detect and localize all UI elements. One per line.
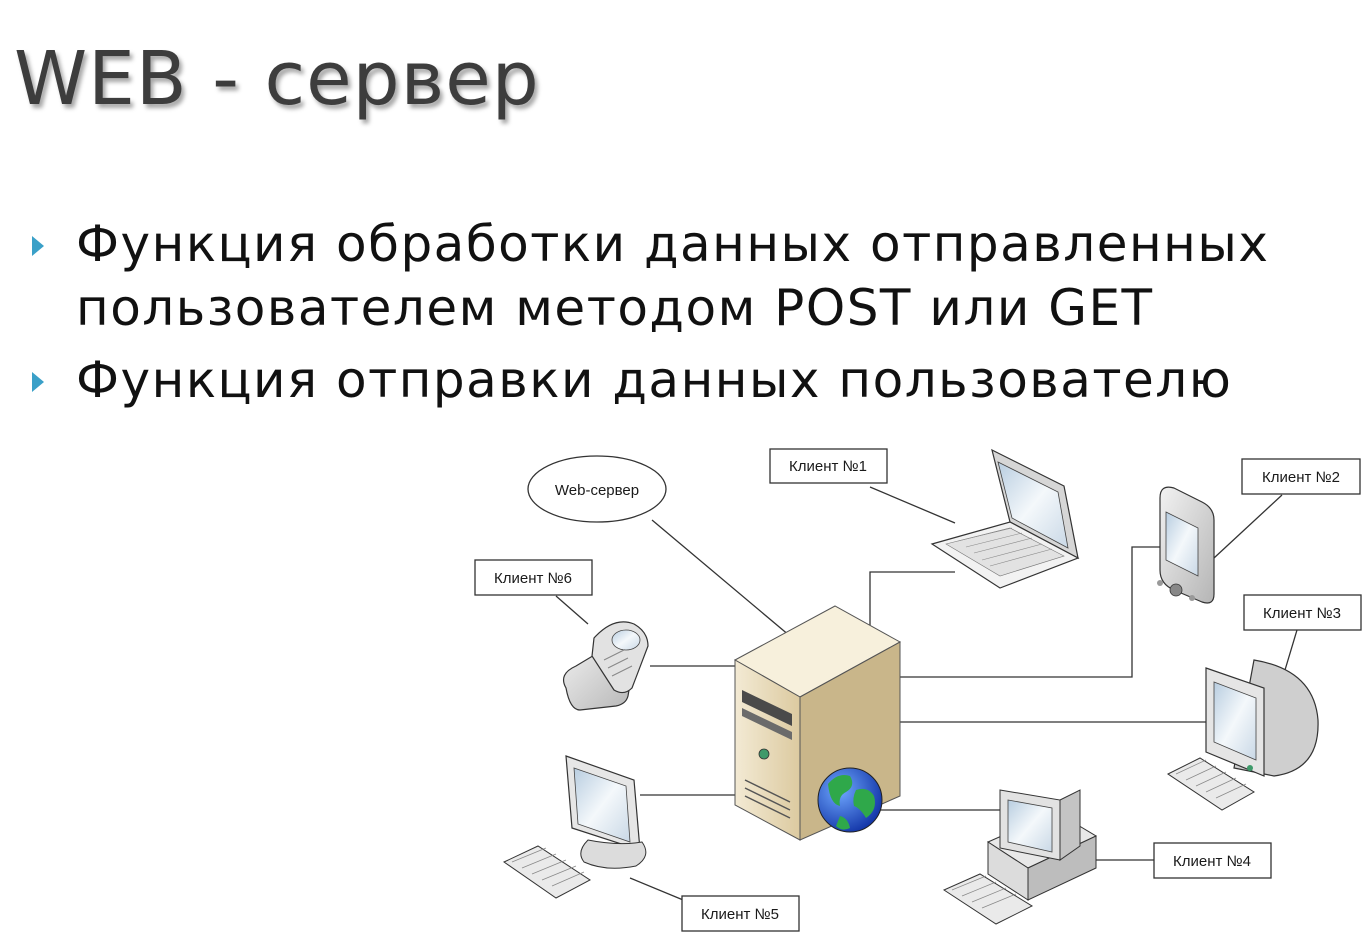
slide-title: WEB - сервер [14, 36, 540, 122]
bullet-item-2: Функция отправки данных пользователю [32, 348, 1352, 412]
bullet-text-1: Функция обработки данных отправленных по… [76, 215, 1270, 337]
network-diagram: Web-сервер [474, 448, 1362, 932]
connection-lines [555, 486, 1298, 903]
svg-text:Клиент №4: Клиент №4 [1173, 853, 1251, 870]
server-icon [733, 605, 902, 841]
crt-monitor-icon [1167, 659, 1319, 811]
client-label-6: Клиент №6 [474, 559, 593, 596]
bullet-list: Функция обработки данных отправленных по… [32, 212, 1352, 420]
svg-text:Клиент №2: Клиент №2 [1262, 469, 1340, 486]
pda-icon [1157, 486, 1215, 604]
web-server-label: Web-сервер [527, 455, 667, 523]
bullet-item-1: Функция обработки данных отправленных по… [32, 212, 1352, 340]
svg-text:Клиент №6: Клиент №6 [494, 570, 572, 587]
svg-text:Клиент №1: Клиент №1 [789, 458, 867, 475]
client-label-3: Клиент №3 [1243, 594, 1362, 631]
svg-text:Клиент №5: Клиент №5 [701, 906, 779, 923]
triangle-bullet-icon [32, 372, 44, 392]
laptop-icon [930, 448, 1080, 589]
client-label-2: Клиент №2 [1241, 458, 1361, 495]
bullet-text-2: Функция отправки данных пользователю [76, 351, 1233, 409]
client-label-5: Клиент №5 [681, 895, 800, 932]
svg-text:Клиент №3: Клиент №3 [1263, 605, 1341, 622]
triangle-bullet-icon [32, 236, 44, 256]
lcd-monitor-icon [503, 755, 647, 899]
svg-text:Web-сервер: Web-сервер [555, 482, 639, 499]
client-label-1: Клиент №1 [769, 448, 888, 484]
globe-icon [817, 767, 883, 833]
cell-phone-icon [563, 621, 649, 711]
client-label-4: Клиент №4 [1153, 842, 1272, 879]
desktop-pc-icon [942, 789, 1098, 925]
